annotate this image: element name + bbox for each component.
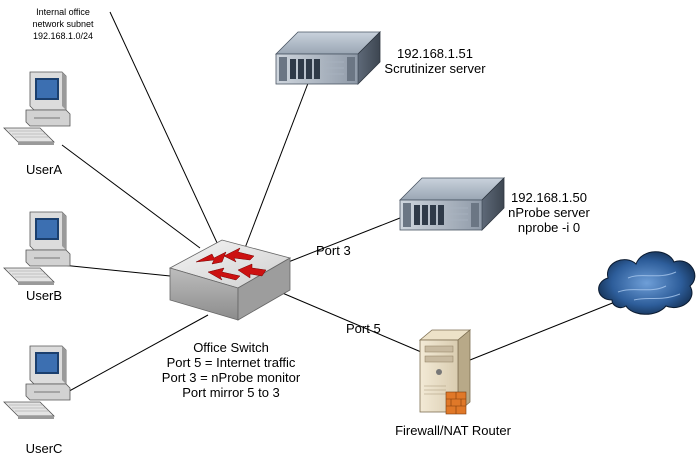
scrutinizer-label: 192.168.1.51 Scrutinizer server bbox=[370, 46, 500, 76]
switch-note-port5: Port 5 = Internet traffic bbox=[166, 355, 296, 370]
subnet-note-line3: 192.168.1.0/24 bbox=[32, 31, 94, 41]
subnet-note: Internal office network subnet 192.168.1… bbox=[18, 6, 108, 42]
port3-label: Port 3 bbox=[316, 243, 351, 258]
switch-label: Office Switch Port 5 = Internet traffic … bbox=[146, 340, 316, 400]
firewall-wall-icon bbox=[445, 391, 467, 415]
workstation-icon bbox=[3, 345, 71, 420]
userc-label: UserC bbox=[25, 441, 63, 456]
workstation-icon bbox=[3, 211, 71, 286]
link-switch-scrutinizer bbox=[244, 77, 311, 249]
link-switch-firewall bbox=[279, 291, 441, 361]
switch-title: Office Switch bbox=[193, 340, 269, 355]
subnet-pointer-line bbox=[109, 11, 226, 261]
port5-label: Port 5 bbox=[346, 321, 381, 336]
cloud-icon bbox=[598, 251, 696, 315]
scrutinizer-ip: 192.168.1.51 bbox=[397, 46, 473, 61]
link-userc-switch bbox=[61, 314, 209, 396]
subnet-note-line2: network subnet bbox=[32, 19, 94, 29]
subnet-note-line1: Internal office bbox=[36, 7, 90, 17]
usera-label: UserA bbox=[25, 162, 63, 177]
scrutinizer-name: Scrutinizer server bbox=[384, 61, 486, 76]
tower-server-icon bbox=[418, 329, 472, 415]
firewall-label: Firewall/NAT Router bbox=[395, 423, 511, 438]
rack-server-icon bbox=[399, 177, 505, 231]
nprobe-ip: 192.168.1.50 bbox=[511, 190, 587, 205]
nprobe-label: 192.168.1.50 nProbe server nprobe -i 0 bbox=[494, 190, 604, 235]
switch-icon bbox=[168, 239, 292, 321]
rack-server-icon bbox=[275, 31, 381, 85]
nprobe-cmd: nprobe -i 0 bbox=[517, 220, 581, 235]
link-firewall-cloud bbox=[469, 297, 626, 361]
link-usera-switch bbox=[61, 144, 201, 249]
userb-label: UserB bbox=[25, 288, 63, 303]
switch-note-port3: Port 3 = nProbe monitor bbox=[161, 370, 301, 385]
workstation-icon bbox=[3, 71, 71, 146]
link-userb-switch bbox=[61, 264, 191, 279]
switch-note-mirror: Port mirror 5 to 3 bbox=[182, 385, 280, 400]
nprobe-name: nProbe server bbox=[508, 205, 590, 220]
